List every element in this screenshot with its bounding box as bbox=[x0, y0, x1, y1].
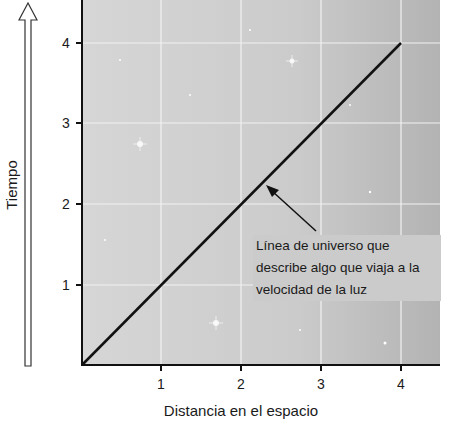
axes bbox=[76, 0, 440, 371]
tick-label: 3 bbox=[317, 376, 325, 393]
time-arrow bbox=[19, 3, 37, 366]
tick-label: 4 bbox=[62, 35, 70, 52]
axis-title: Tiempo bbox=[3, 160, 21, 209]
world-line bbox=[82, 43, 401, 365]
pointer-arrow bbox=[266, 185, 316, 231]
tick-label: 4 bbox=[397, 376, 405, 393]
plot-ground bbox=[82, 0, 440, 365]
tick-label: 1 bbox=[157, 376, 165, 393]
tick-label: 3 bbox=[62, 115, 70, 132]
grid bbox=[82, 0, 440, 365]
callout-text: Línea de universo que describe algo que … bbox=[253, 235, 441, 301]
tick-label: 2 bbox=[62, 196, 70, 213]
tick-label: 1 bbox=[62, 277, 70, 294]
tick-label: 2 bbox=[237, 376, 245, 393]
axis-title: Distancia en el espacio bbox=[164, 402, 318, 420]
